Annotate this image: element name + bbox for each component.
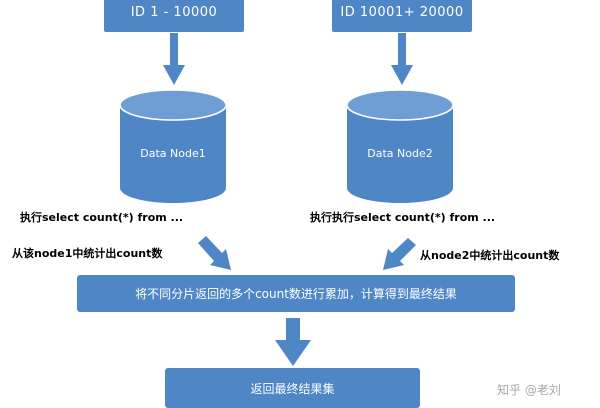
id-range-box-right: ID 10001+ 20000: [332, 0, 472, 32]
id-range-box-left: ID 1 - 10000: [104, 0, 244, 32]
id-range-label-left: ID 1 - 10000: [130, 4, 218, 20]
return-result-label: 返回最终结果集: [250, 381, 335, 396]
arrow-node2-to-merge: [383, 238, 416, 270]
merge-counts-box: 将不同分片返回的多个count数进行累加，计算得到最终结果: [77, 275, 515, 312]
arrow-node1-to-merge: [198, 236, 231, 270]
exec-query-label-left: 执行select count(*) from ...: [20, 211, 184, 224]
merge-counts-label: 将不同分片返回的多个count数进行累加，计算得到最终结果: [135, 287, 457, 301]
return-result-box: 返回最终结果集: [165, 368, 420, 408]
arrow-merge-to-result: [275, 318, 311, 366]
exec-query-label-right: 执行执行select count(*) from ...: [310, 211, 496, 224]
count-from-node1-label: 从该node1中统计出count数: [12, 247, 163, 260]
data-node2-label: Data Node2: [367, 147, 433, 160]
arrow-id-to-node1: [163, 33, 185, 85]
arrow-id-to-node2: [391, 33, 413, 85]
database-node2-icon: [346, 89, 454, 203]
database-node1-icon: [119, 89, 227, 203]
count-from-node2-label: 从node2中统计出count数: [420, 249, 560, 262]
id-range-label-right: ID 10001+ 20000: [340, 4, 464, 20]
watermark: 知乎 @老刘: [497, 383, 561, 397]
data-node1-label: Data Node1: [140, 147, 206, 160]
